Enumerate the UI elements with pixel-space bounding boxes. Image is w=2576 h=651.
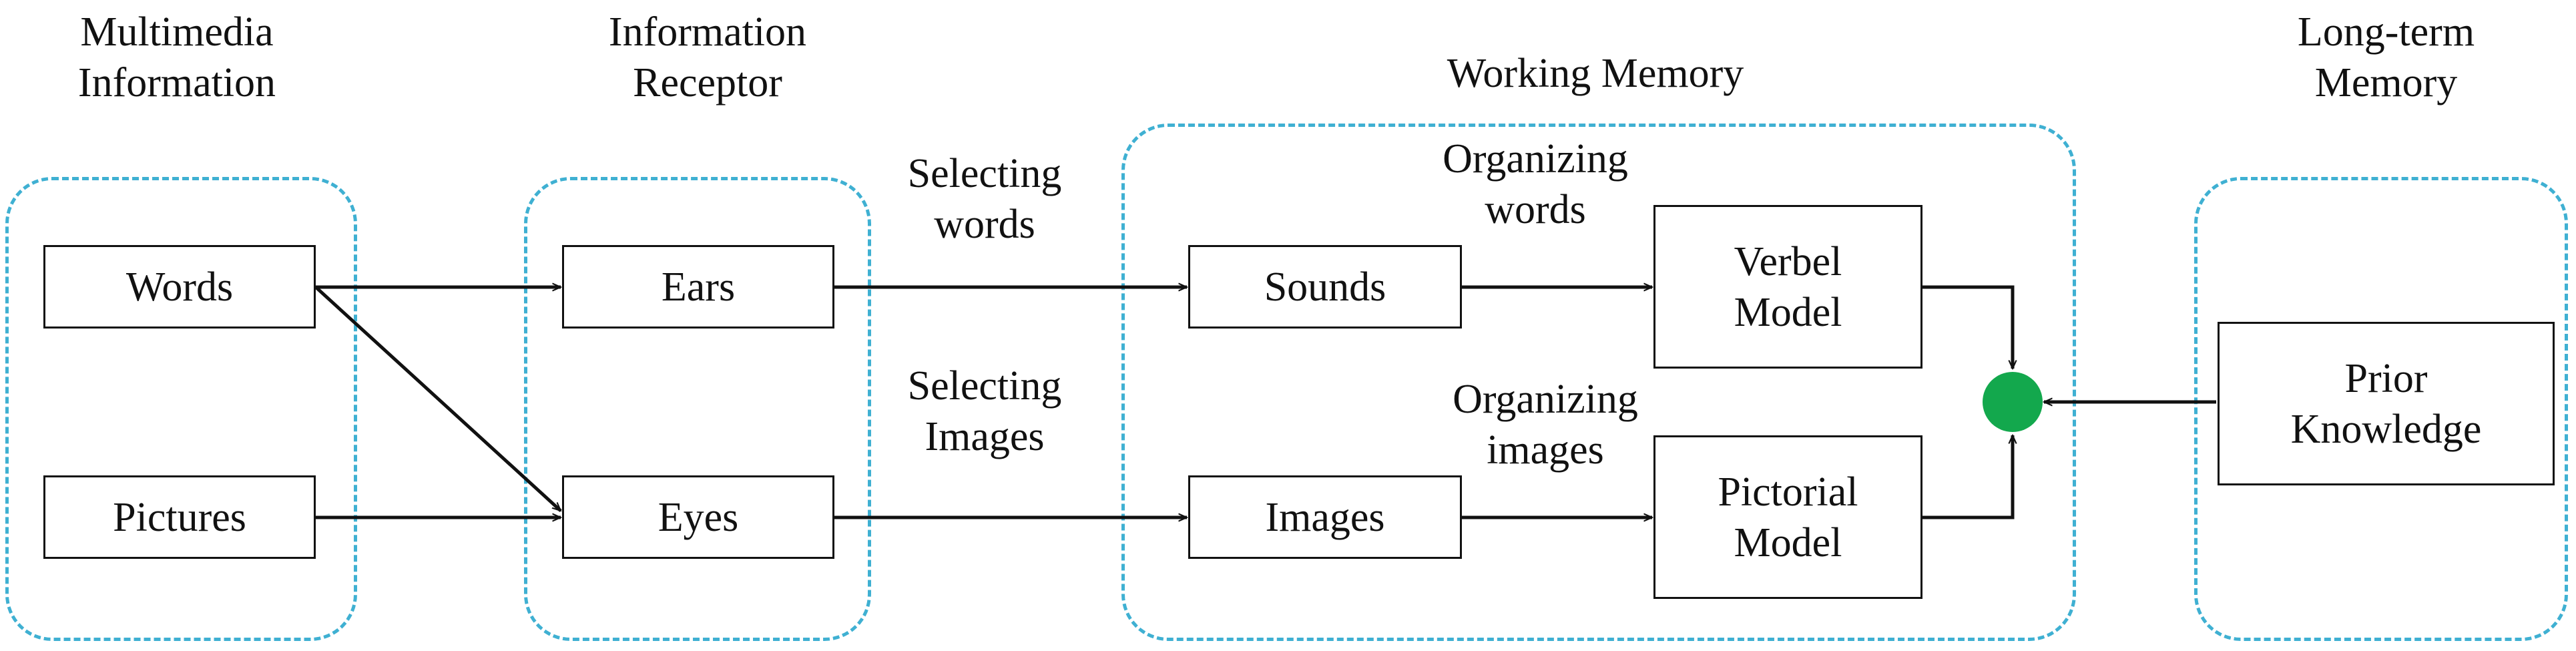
node-images: Images (1188, 475, 1462, 559)
node-prior-knowledge: Prior Knowledge (2218, 322, 2555, 485)
node-sounds: Sounds (1188, 245, 1462, 329)
title-long-term-memory: Long-term Memory (2297, 9, 2475, 105)
group-multimedia-information (5, 177, 357, 641)
edge-words-to-eyes (314, 286, 561, 512)
node-pictures: Pictures (43, 475, 316, 559)
title-information-receptor: Information Receptor (608, 9, 807, 105)
node-pictorial-model: Pictorial Model (1653, 435, 1922, 599)
title-multimedia-information: Multimedia Information (77, 9, 276, 105)
label-organizing-images: Organizing images (1453, 377, 1638, 473)
title-working-memory: Working Memory (1447, 51, 1744, 96)
label-selecting-words: Selecting words (907, 151, 1062, 247)
node-verbal-model: Verbel Model (1653, 205, 1922, 369)
node-ears: Ears (562, 245, 834, 329)
group-working-memory (1121, 124, 2076, 641)
group-information-receptor (524, 177, 871, 641)
label-organizing-words: Organizing words (1443, 136, 1628, 232)
node-eyes: Eyes (562, 475, 834, 559)
edge-pictorial-model-to-junction (1922, 435, 2013, 519)
integration-junction (1983, 372, 2043, 432)
label-selecting-images: Selecting Images (907, 363, 1062, 459)
node-words: Words (43, 245, 316, 329)
edge-verbal-model-to-junction (1922, 285, 2013, 369)
group-long-term-memory (2194, 177, 2568, 641)
